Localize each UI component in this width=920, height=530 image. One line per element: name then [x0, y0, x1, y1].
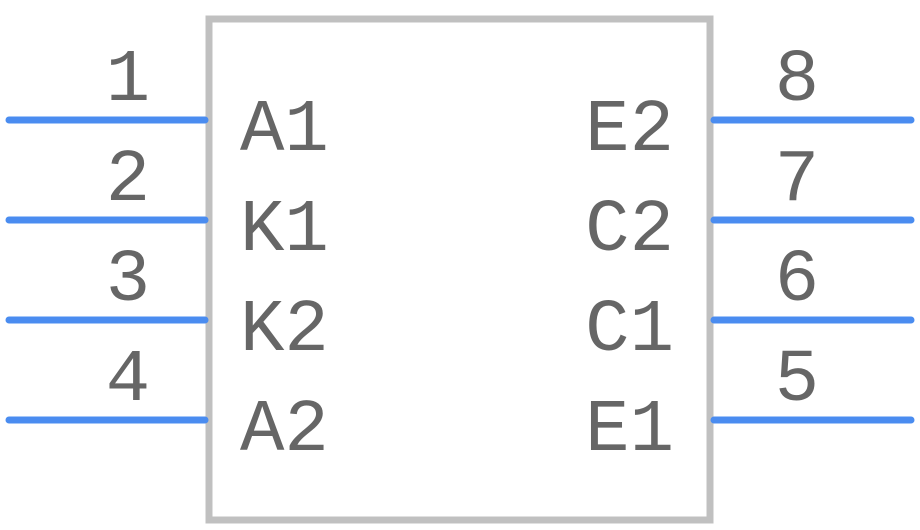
pin-1-name: A1	[240, 89, 329, 173]
pin-5-name: E1	[585, 389, 674, 473]
pin-7-name: C2	[585, 189, 674, 273]
pin-6-number: 6	[775, 239, 819, 323]
pin-8-name: E2	[585, 89, 674, 173]
pin-2-number: 2	[106, 139, 150, 223]
pin-5-number: 5	[775, 339, 819, 423]
pin-6-name: C1	[585, 289, 674, 373]
pin-8-number: 8	[775, 39, 819, 123]
pin-2-name: K1	[240, 189, 329, 273]
pin-3-number: 3	[106, 239, 150, 323]
component-body	[205, 15, 714, 524]
pin-3-name: K2	[240, 289, 329, 373]
pin-4-name: A2	[240, 389, 329, 473]
pin-1-number: 1	[106, 39, 150, 123]
pin-4-number: 4	[106, 339, 150, 423]
pin-7-number: 7	[775, 139, 819, 223]
